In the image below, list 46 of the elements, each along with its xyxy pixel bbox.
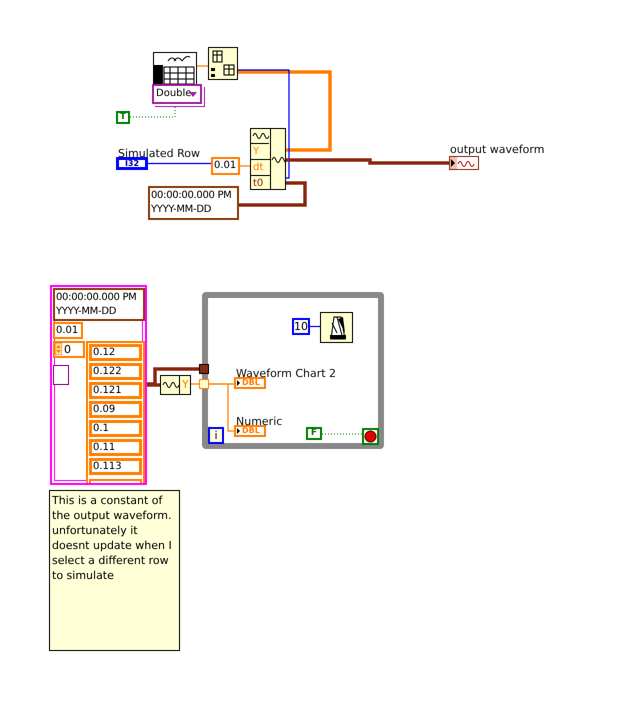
empty-element <box>53 365 69 385</box>
wire <box>286 158 449 165</box>
waveform-constant <box>50 285 147 485</box>
loop-tunnel <box>199 364 209 374</box>
array-element: 0.09 <box>89 401 142 418</box>
numeric-constant: i <box>208 427 224 444</box>
array-element: 0.122 <box>89 363 142 380</box>
array-element: 0.121 <box>89 382 142 399</box>
type-dropdown: Double <box>152 84 202 104</box>
wait-timer-icon <box>320 312 353 343</box>
terminal-label: t0 <box>252 177 264 191</box>
transpose-icon <box>208 47 238 80</box>
wire <box>148 162 211 164</box>
wire <box>240 165 250 167</box>
array-constant <box>86 341 145 483</box>
numeric-constant: 10 <box>292 318 310 335</box>
wire <box>310 326 320 328</box>
array-element: 0.1 <box>89 420 142 437</box>
node-label: output waveform <box>450 143 544 156</box>
wire <box>209 383 234 432</box>
array-element: 0.12 <box>89 344 142 361</box>
wire <box>238 69 290 179</box>
get-waveform-component-node: Y <box>160 375 191 395</box>
wire <box>197 65 208 67</box>
numeric-constant: 0.01 <box>53 322 83 339</box>
wire <box>147 367 199 386</box>
loop-tunnel <box>199 379 209 389</box>
comment-note: This is a constant of the output waveform. unfortunately it doesnt update when I select a different row to simulate <box>49 490 180 651</box>
timestamp-constant: 00:00:00.000 PM YYYY-MM-DD <box>148 186 239 220</box>
array-element: 0.11 <box>89 439 142 456</box>
terminal-label: Y <box>251 144 270 160</box>
array-element: 0.113 <box>89 458 142 475</box>
node-label: Waveform Chart 2 <box>236 370 336 378</box>
stop-terminal <box>362 428 379 445</box>
build-waveform-node <box>250 128 286 190</box>
while-loop <box>202 292 384 449</box>
timestamp-constant: 00:00:00.000 PM YYYY-MM-DD <box>53 288 145 321</box>
read-table-icon <box>153 52 197 86</box>
wire <box>238 70 332 152</box>
terminal-label: dt <box>251 160 270 176</box>
wire <box>147 383 160 387</box>
wire <box>239 181 307 207</box>
node-label: Simulated Row <box>118 149 200 158</box>
index-control: 0 <box>53 341 85 358</box>
numeric-constant: 0.01 <box>211 157 240 175</box>
node-label: Numeric <box>236 418 282 426</box>
